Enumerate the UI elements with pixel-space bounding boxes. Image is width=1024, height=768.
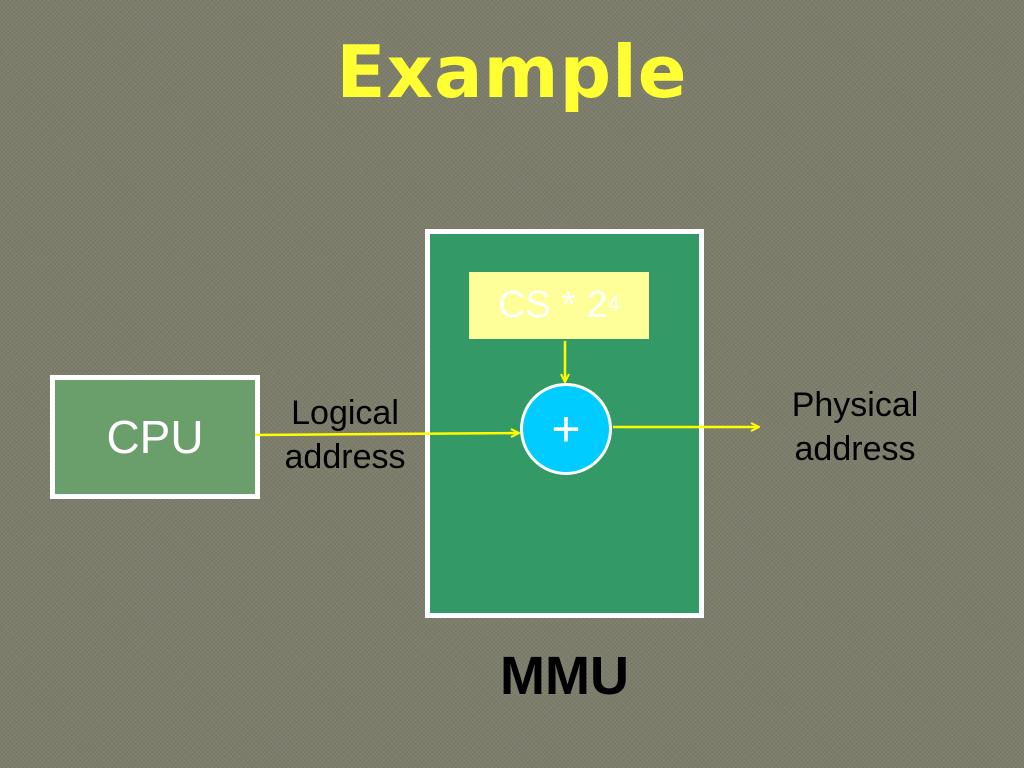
adder-circle: + <box>520 383 612 475</box>
logical-address-line1: Logical <box>291 394 399 432</box>
cs-register-exponent: 4 <box>607 290 621 316</box>
adder-plus-symbol: + <box>551 401 581 457</box>
logical-address-line2: address <box>284 438 406 476</box>
slide-title: Example <box>336 30 688 114</box>
logical-address-label: Logical address <box>270 391 420 479</box>
physical-address-label: Physical address <box>770 383 940 471</box>
physical-address-line1: Physical <box>791 386 919 424</box>
physical-address-line2: address <box>794 430 916 468</box>
cpu-label: CPU <box>106 411 204 463</box>
cs-register-label: CS * 2 <box>497 284 608 326</box>
mmu-label: MMU <box>500 646 629 706</box>
logical-address-arrow <box>254 433 519 435</box>
cpu-box: CPU <box>50 375 260 499</box>
